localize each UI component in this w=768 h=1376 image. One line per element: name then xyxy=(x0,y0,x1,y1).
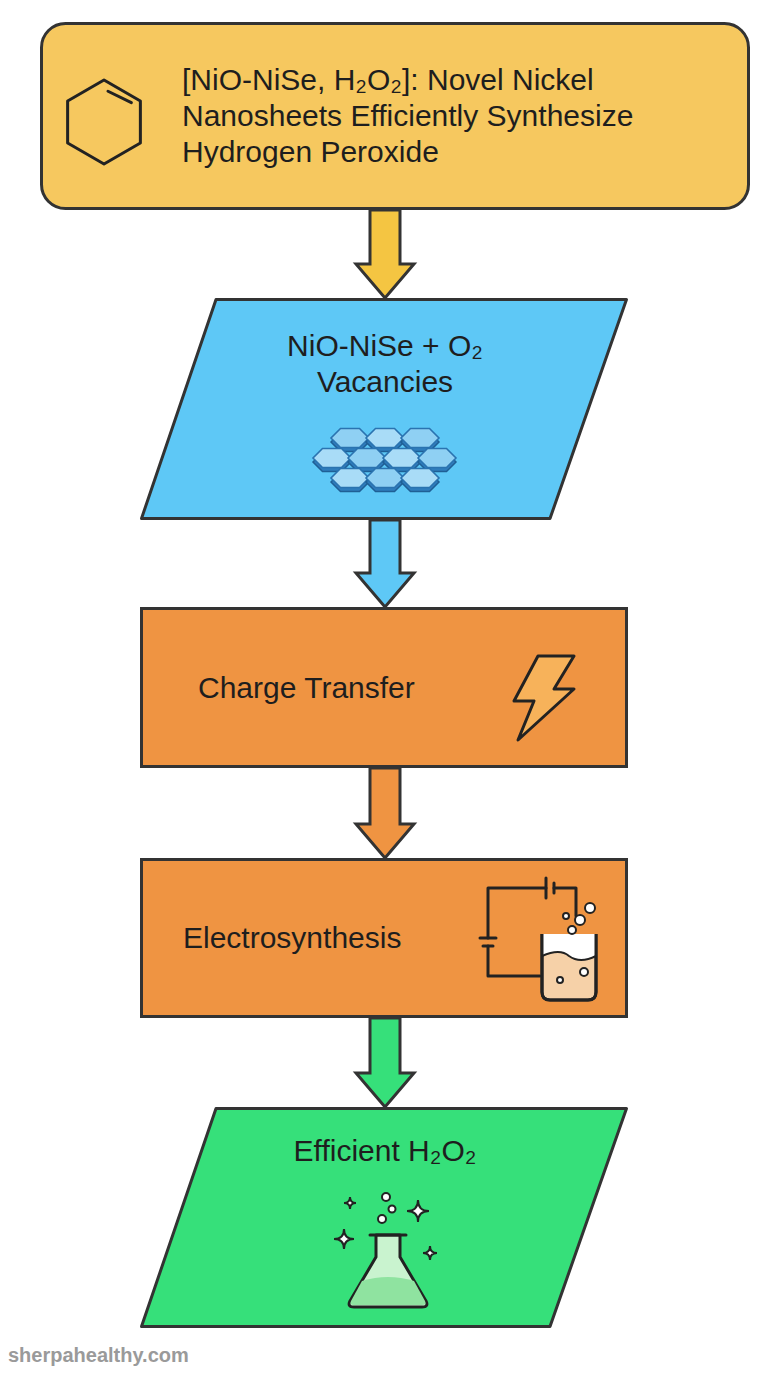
nanosheet-icon xyxy=(290,416,480,506)
block-arrow xyxy=(356,210,414,298)
flask-icon xyxy=(330,1183,445,1313)
node-text: NiO-NiSe + O₂ Vacancies xyxy=(245,328,525,400)
title-box: [NiO-NiSe, H₂O₂]: Novel Nickel Nanosheet… xyxy=(40,22,750,210)
node-text: Efficient H₂O₂ xyxy=(235,1133,535,1169)
lightning-icon xyxy=(508,653,580,743)
circuit-beaker-icon xyxy=(480,876,605,1006)
node-text: [NiO-NiSe, H₂O₂]: Novel Nickel Nanosheet… xyxy=(182,62,682,170)
cyclohexene-icon xyxy=(54,72,154,172)
node-text: Electrosynthesis xyxy=(183,920,483,956)
watermark: sherpahealthy.com xyxy=(8,1344,189,1367)
block-arrow xyxy=(356,1018,414,1107)
process-box: Electrosynthesis xyxy=(140,858,628,1018)
block-arrow xyxy=(356,768,414,858)
input-parallelogram: NiO-NiSe + O₂ Vacancies xyxy=(140,298,628,520)
output-parallelogram: Efficient H₂O₂ xyxy=(140,1107,628,1328)
node-text: Charge Transfer xyxy=(198,670,498,706)
block-arrow xyxy=(356,520,414,607)
process-box: Charge Transfer xyxy=(140,607,628,768)
